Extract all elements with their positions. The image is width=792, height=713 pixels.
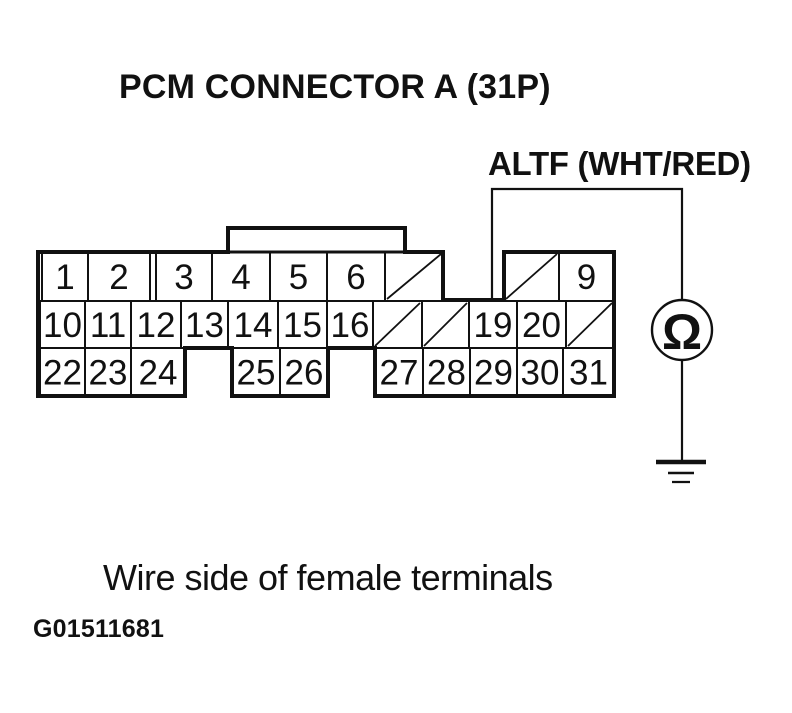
diagonal-slash-icon (505, 253, 558, 300)
pin-number: 29 (474, 354, 513, 393)
pin-cell-13: 13 (180, 300, 229, 349)
pin-cell-11: 11 (84, 300, 132, 349)
pin-cell-25: 25 (231, 347, 281, 397)
diagonal-slash-icon (386, 253, 442, 300)
pin-number: 15 (283, 306, 322, 345)
pin-number: 9 (577, 258, 596, 297)
pin-cell-4: 4 (211, 251, 271, 302)
pin-number: 30 (521, 354, 560, 393)
caption: Wire side of female terminals (103, 557, 553, 598)
pin-cell-1: 1 (41, 251, 89, 302)
pin-number: 4 (231, 258, 250, 297)
pin-cell-14: 14 (227, 300, 279, 349)
diagonal-slash-icon (374, 302, 421, 347)
pin-cell-29: 29 (469, 347, 518, 397)
pin-number: 13 (185, 306, 224, 345)
page-title: PCM CONNECTOR A (31P) (119, 68, 551, 106)
connector-outline (36, 226, 616, 398)
pin-number: 19 (474, 306, 513, 345)
pin-cell-3: 3 (155, 251, 213, 302)
pin-cell-5: 5 (269, 251, 328, 302)
pin-cell-blocked (421, 300, 470, 349)
pin-cell-26: 26 (279, 347, 329, 397)
pin-cell-16: 16 (326, 300, 374, 349)
pin-number: 25 (237, 354, 276, 393)
pin-number: 20 (522, 306, 561, 345)
pin-number: 10 (43, 306, 82, 345)
pin-cell-2: 2 (87, 251, 151, 302)
pin-number: 31 (569, 354, 608, 393)
pin-cell-blocked (565, 300, 615, 349)
pin-number: 1 (55, 258, 74, 297)
pin-number: 28 (427, 354, 466, 393)
omega-icon: Ω (662, 304, 702, 360)
altf-wire (490, 187, 684, 300)
pin-cell-10: 10 (39, 300, 86, 349)
pin-number: 14 (234, 306, 273, 345)
pin-cell-30: 30 (516, 347, 564, 397)
diagonal-slash-icon (567, 302, 613, 347)
diagonal-slash-icon (423, 302, 468, 347)
pin-cell-15: 15 (277, 300, 328, 349)
wire-label: ALTF (WHT/RED) (488, 145, 751, 182)
pin-cell-9: 9 (558, 251, 615, 302)
pin-cell-28: 28 (422, 347, 471, 397)
pin-cell-20: 20 (516, 300, 567, 349)
figure-id: G01511681 (33, 615, 165, 643)
pin-number: 3 (174, 258, 193, 297)
pin-number: 27 (380, 354, 419, 393)
pin-cell-6: 6 (326, 251, 386, 302)
pin-number: 23 (89, 354, 128, 393)
pin-number: 6 (346, 258, 365, 297)
pin-number: 11 (90, 306, 126, 345)
pin-cell-blocked (384, 251, 444, 302)
pin-cell-27: 27 (374, 347, 424, 397)
ohmmeter-symbol: Ω (650, 298, 714, 362)
pin-cell-blocked (503, 251, 560, 302)
pin-cell-31: 31 (562, 347, 615, 397)
pin-number: 5 (289, 258, 308, 297)
pin-number: 26 (285, 354, 324, 393)
pin-cell-23: 23 (84, 347, 132, 397)
ground-icon (656, 459, 706, 484)
connector-key-tab (226, 226, 407, 254)
pin-cell-19: 19 (468, 300, 518, 349)
pin-cell-24: 24 (130, 347, 186, 397)
pin-number: 2 (109, 258, 128, 297)
pin-number: 22 (43, 354, 82, 393)
pin-cell-blocked (372, 300, 423, 349)
pin-cell-22: 22 (39, 347, 86, 397)
pin-number: 12 (137, 306, 176, 345)
pin-number: 16 (331, 306, 370, 345)
pin-number: 24 (139, 354, 178, 393)
pin-cell-12: 12 (130, 300, 182, 349)
